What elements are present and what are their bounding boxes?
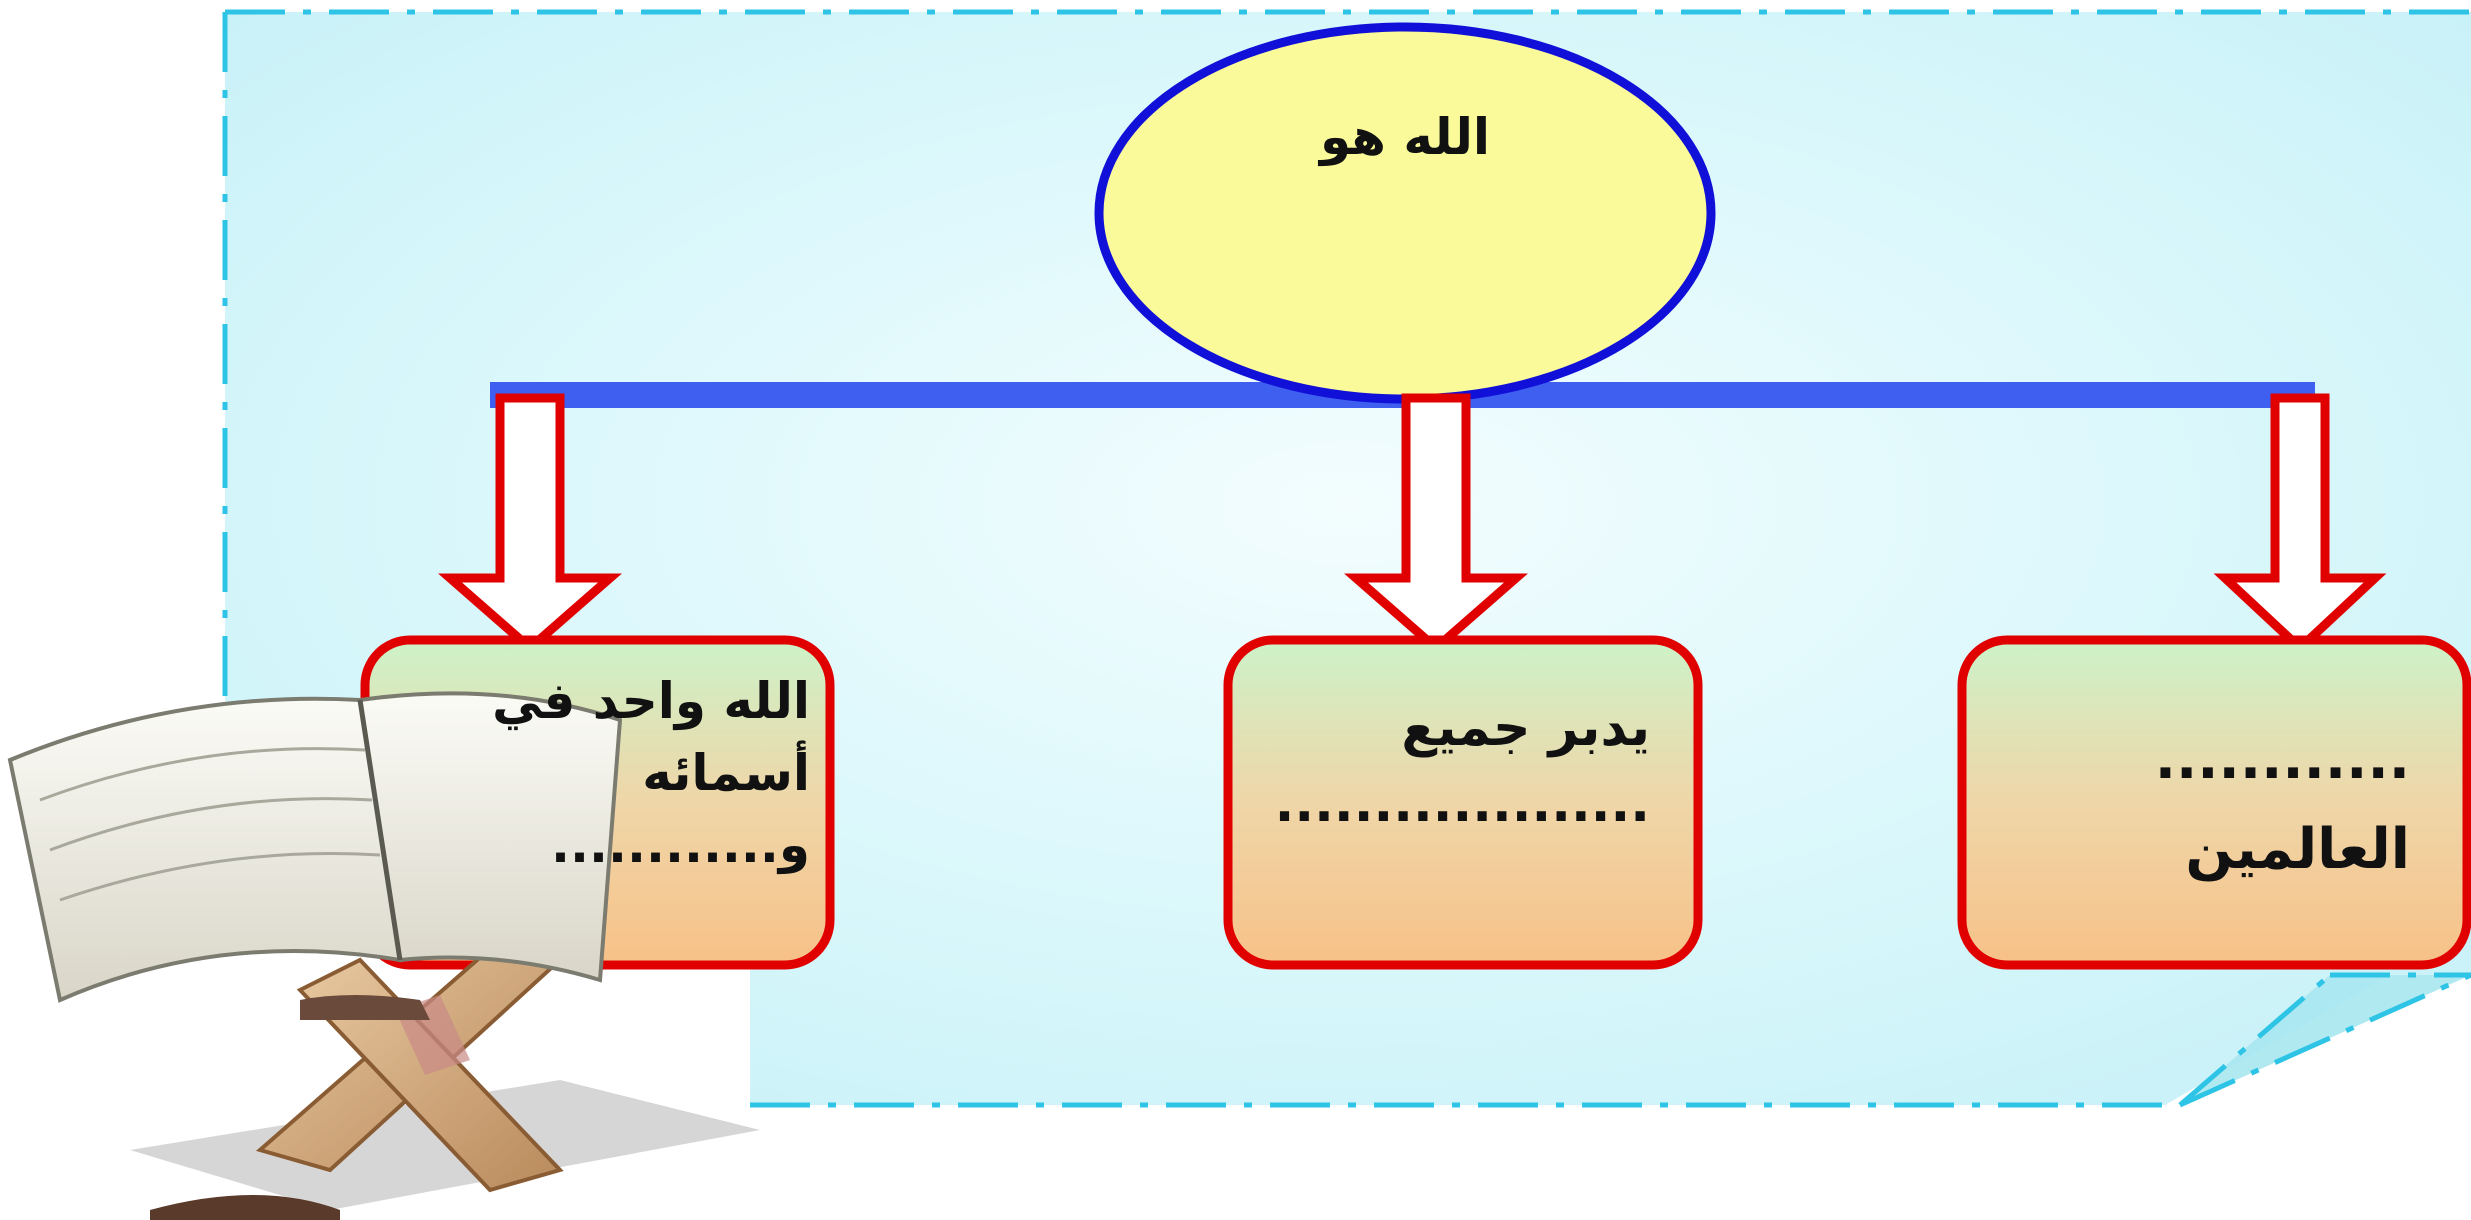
quran-on-stand-icon — [7, 691, 760, 1220]
box-left-line-1: الله واحد في — [492, 672, 810, 730]
box-left-line-3: و............ — [550, 816, 810, 874]
box-right-text: ............ العالمين — [1990, 715, 2410, 895]
box-middle-text: يدبر جميع ................... — [1250, 690, 1650, 842]
box-middle-line-2: ................... — [1274, 774, 1650, 834]
box-middle-line-1: يدبر جميع — [1401, 698, 1650, 758]
dashed-frame — [222, 9, 2471, 1108]
root-label: الله هو — [1319, 108, 1491, 166]
arrow-left — [438, 393, 622, 654]
box-right — [1957, 635, 2471, 970]
arrow-right — [2213, 393, 2387, 655]
arrow-middle — [1344, 393, 1528, 654]
box-left-text: الله واحد في أسمائه و............ — [390, 665, 810, 881]
box-right-line-2: العالمين — [2185, 817, 2410, 882]
box-left-line-2: أسمائه — [642, 744, 810, 802]
root-oval — [1094, 22, 1716, 404]
box-right-line-1: ............ — [2154, 727, 2410, 792]
box-middle — [1223, 635, 1703, 970]
